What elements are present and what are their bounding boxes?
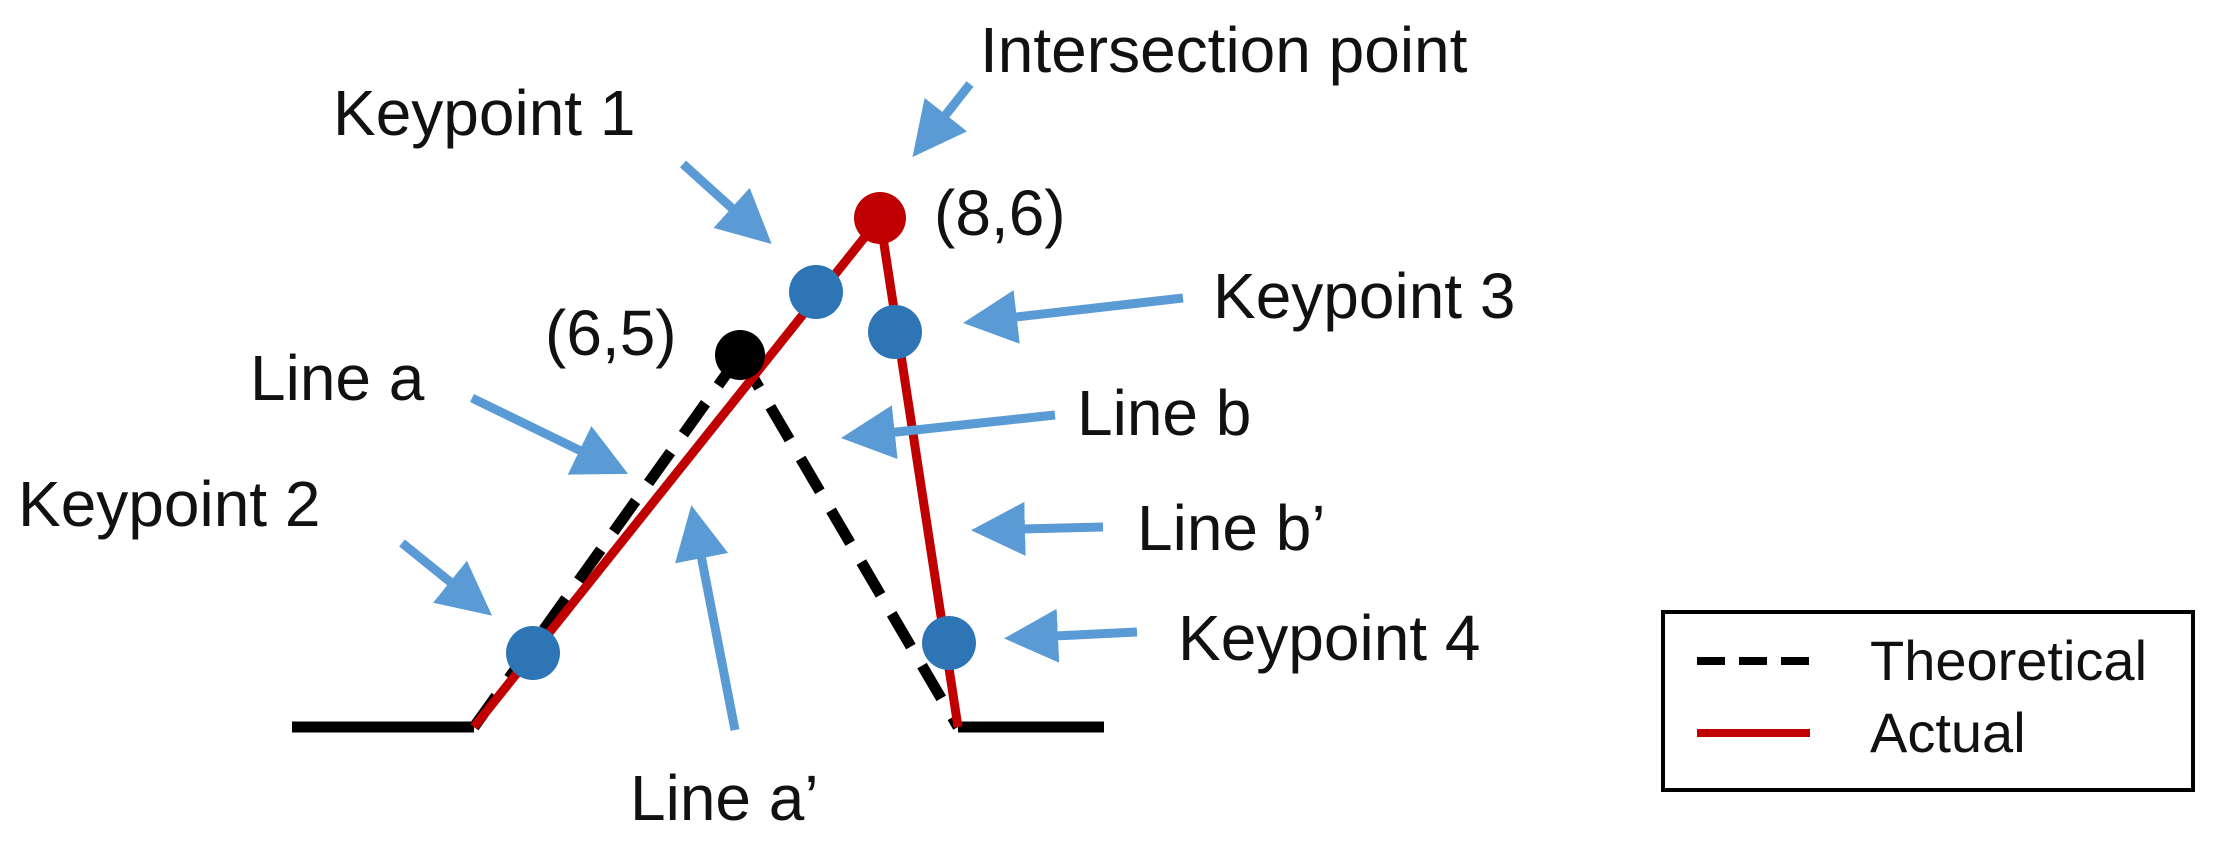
label-keypoint-1: Keypoint 1 [333, 77, 635, 149]
arrow-line-b [841, 405, 1056, 460]
label-coord-theoretical: (6,5) [545, 297, 677, 369]
label-intersection-point: Intersection point [980, 14, 1468, 86]
label-keypoint-2: Keypoint 2 [18, 468, 320, 540]
arrow-line-b-prime [971, 501, 1104, 556]
label-line-a: Line a [250, 342, 425, 414]
arrow-intersection [912, 81, 974, 158]
arrow-keypoint-1 [679, 160, 772, 245]
intersection-point-marker [854, 192, 906, 244]
label-keypoint-4: Keypoint 4 [1178, 602, 1480, 674]
keypoint-4-marker [922, 616, 976, 670]
keypoint-1-marker [789, 265, 843, 319]
theoretical-peak-marker [715, 330, 765, 380]
label-coord-actual: (8,6) [934, 177, 1066, 249]
line-b-theoretical [735, 352, 963, 730]
legend-theoretical-label: Theoretical [1870, 629, 2147, 692]
arrow-keypoint-2 [399, 539, 493, 616]
legend-actual-label: Actual [1870, 701, 2026, 764]
label-line-b-prime: Line b’ [1137, 492, 1326, 564]
label-line-a-prime: Line a’ [630, 762, 819, 834]
keypoint-2-marker [506, 626, 560, 680]
arrow-keypoint-4 [1004, 608, 1138, 663]
arrow-line-a-prime [675, 505, 740, 731]
legend: Theoretical Actual [1661, 610, 2195, 792]
arrow-line-a [470, 393, 629, 475]
label-keypoint-3: Keypoint 3 [1213, 260, 1515, 332]
keypoint-3-marker [868, 305, 922, 359]
arrow-keypoint-3 [963, 290, 1184, 344]
legend-box [1661, 610, 2195, 792]
label-line-b: Line b [1077, 377, 1251, 449]
